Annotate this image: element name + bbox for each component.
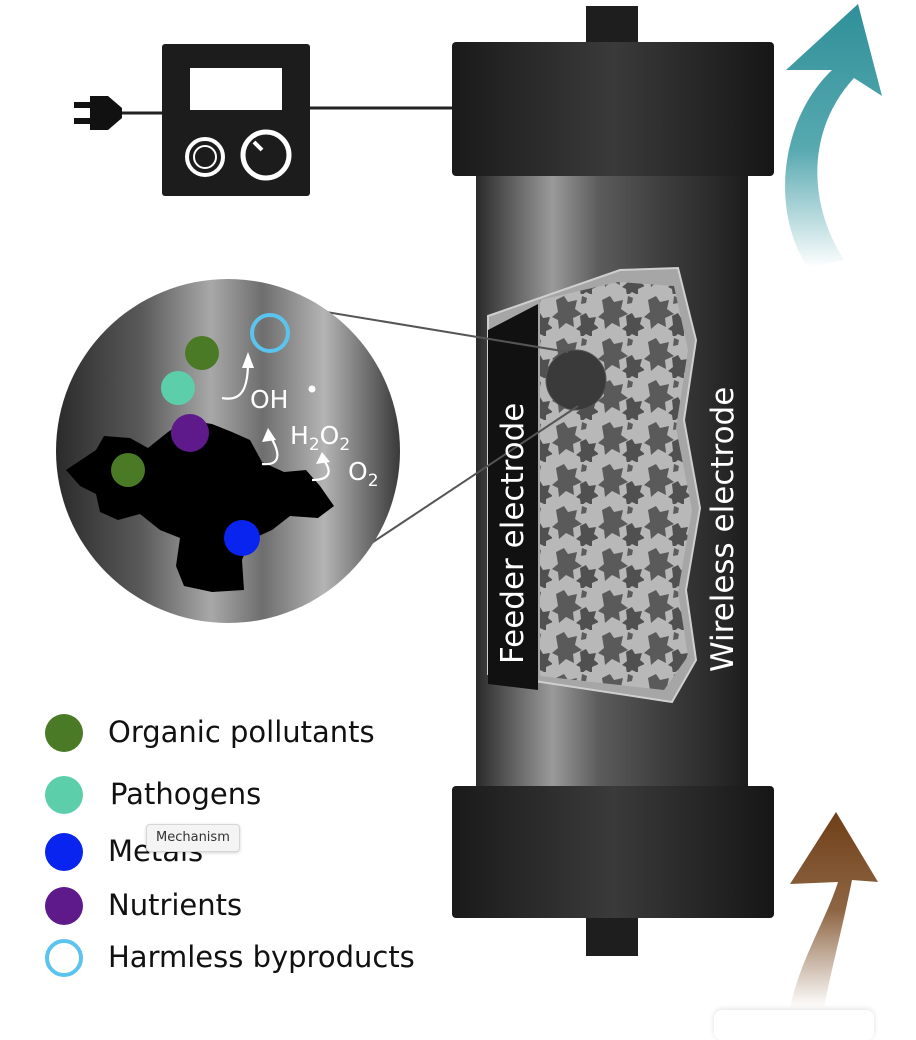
corner-panel[interactable] <box>714 1010 874 1040</box>
legend-swatch <box>45 939 83 977</box>
power-supply-display <box>190 68 282 110</box>
metal-marker <box>224 520 260 556</box>
reactor-bottom-stub <box>586 916 638 956</box>
power-plug-icon <box>74 96 164 130</box>
hydrogen-peroxide-label: H2O2 <box>290 421 350 455</box>
legend: Organic pollutants Pathogens Metals Nutr… <box>45 714 415 977</box>
nutrient-marker <box>171 414 209 452</box>
hydroxyl-radical-label: OH <box>250 385 288 414</box>
legend-item: Pathogens <box>45 776 261 814</box>
power-supply-unit <box>162 44 456 196</box>
legend-swatch <box>45 776 83 814</box>
mechanism-tooltip: Mechanism <box>146 824 240 852</box>
wireless-electrode-label: Wireless electrode <box>705 387 741 672</box>
pathogen-marker <box>161 371 195 405</box>
legend-label: Pathogens <box>110 777 261 811</box>
reactor-top-stub <box>586 6 638 46</box>
feeder-electrode-label: Feeder electrode <box>495 403 531 664</box>
reactor-column <box>452 6 774 956</box>
legend-item: Harmless byproducts <box>45 939 415 977</box>
legend-label: Nutrients <box>108 888 242 922</box>
legend-swatch <box>45 833 83 871</box>
reactor-top-cap <box>452 42 774 176</box>
magnified-view: OH H2O2 O2 <box>56 279 400 623</box>
legend-swatch <box>45 714 83 752</box>
power-supply-knob-icon <box>240 129 292 181</box>
legend-item: Organic pollutants <box>45 714 375 752</box>
power-supply-button-icon <box>185 137 225 177</box>
organic-pollutant-marker <box>185 336 219 370</box>
magnified-spot <box>545 349 607 411</box>
oxygen-label: O2 <box>348 457 379 491</box>
legend-label: Harmless byproducts <box>108 940 415 974</box>
inflow-arrow <box>790 812 878 1008</box>
organic-pollutant-marker <box>111 453 145 487</box>
legend-label: Organic pollutants <box>108 715 375 749</box>
wireless-electrode-particles <box>540 282 692 690</box>
outflow-arrow <box>785 4 882 268</box>
reactor-bottom-cap <box>452 786 774 918</box>
legend-item: Nutrients <box>45 887 242 925</box>
feeder-electrode-bar <box>488 304 538 690</box>
legend-swatch <box>45 887 83 925</box>
radical-dot <box>308 385 316 393</box>
byproduct-marker <box>250 313 290 353</box>
